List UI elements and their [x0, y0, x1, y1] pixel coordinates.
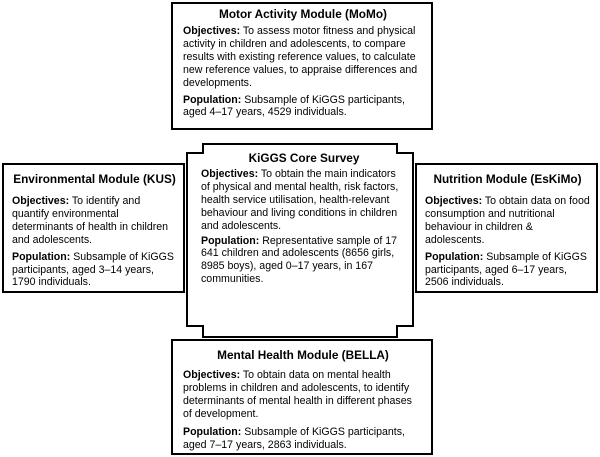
kus-objectives: Objectives: To identify and quantify env… — [12, 195, 177, 247]
core-title: KiGGS Core Survey — [248, 151, 360, 165]
kus-title: Environmental Module (KUS) — [13, 172, 176, 186]
bella-population-label: Population: — [183, 425, 242, 438]
momo-title: Motor Activity Module (MoMo) — [219, 7, 387, 21]
core-objectives: Objectives: To obtain the main indicator… — [201, 168, 407, 233]
eskimo-objectives-label: Objectives: — [425, 195, 483, 207]
eskimo-population: Population: Subsample of KiGGS participa… — [425, 251, 590, 290]
kus-objectives-text: To identify and quantify environmental d… — [12, 195, 169, 246]
core-objectives-text: To obtain the main indicators of physica… — [201, 168, 399, 232]
eskimo-objectives: Objectives: To obtain data on food consu… — [425, 195, 590, 247]
momo-population-text: Subsample of KiGGS participants, aged 4–… — [183, 93, 405, 119]
eskimo-population-label: Population: — [425, 250, 484, 263]
core-survey-cross-shape — [186, 143, 414, 338]
bella-title: Mental Health Module (BELLA) — [217, 348, 389, 362]
kus-population-text: Subsample of KiGGS participants, aged 3–… — [12, 250, 174, 289]
momo-module-box: Motor Activity Module (MoMo) Objectives:… — [171, 2, 433, 130]
eskimo-title: Nutrition Module (EsKiMo) — [433, 172, 582, 186]
bella-objectives: Objectives: To obtain data on mental hea… — [183, 369, 423, 421]
core-objectives-label: Objectives: — [201, 168, 259, 180]
bella-population: Population: Subsample of KiGGS participa… — [183, 426, 423, 452]
eskimo-objectives-text: To obtain data on food consumption and n… — [425, 195, 590, 246]
bella-module-box: Mental Health Module (BELLA) Objectives:… — [171, 339, 433, 455]
kus-module-box: Environmental Module (KUS) Objectives: T… — [2, 163, 185, 293]
kus-population-label: Population: — [12, 250, 71, 263]
bella-objectives-label: Objectives: — [183, 369, 241, 381]
core-population-text: Representative sample of 17 641 children… — [201, 234, 398, 286]
kus-population: Population: Subsample of KiGGS participa… — [12, 251, 177, 290]
momo-objectives-text: To assess motor fitness and physical act… — [183, 25, 418, 89]
momo-population-label: Population: — [183, 93, 242, 106]
eskimo-module-box: Nutrition Module (EsKiMo) Objectives: To… — [415, 163, 598, 293]
eskimo-population-text: Subsample of KiGGS participants, aged 6–… — [425, 250, 587, 289]
momo-objectives-label: Objectives: — [183, 25, 241, 37]
bella-objectives-text: To obtain data on mental health problems… — [183, 369, 412, 420]
momo-population: Population: Subsample of KiGGS participa… — [183, 94, 423, 120]
kus-objectives-label: Objectives: — [12, 195, 70, 207]
core-population: Population: Representative sample of 17 … — [201, 235, 407, 287]
momo-objectives: Objectives: To assess motor fitness and … — [183, 25, 423, 90]
core-population-label: Population: — [201, 234, 260, 247]
core-survey-box: KiGGS Core Survey Objectives: To obtain … — [197, 151, 409, 290]
bella-population-text: Subsample of KiGGS participants, aged 7–… — [183, 425, 405, 451]
